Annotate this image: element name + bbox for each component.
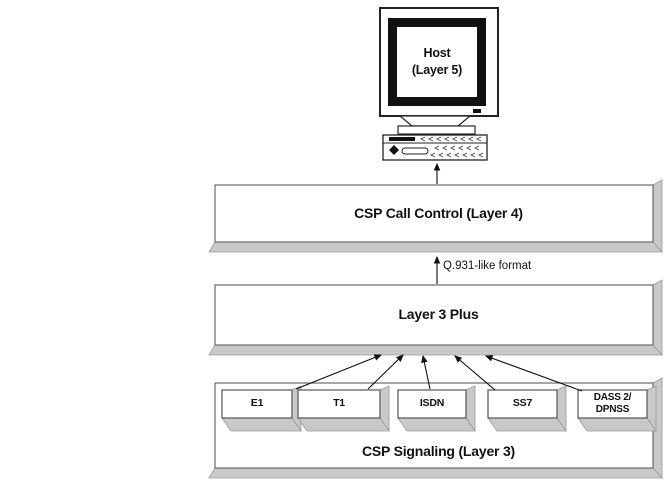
monitor-neck xyxy=(398,115,472,127)
protocol-box-ss7 xyxy=(487,385,567,433)
layer4-label: CSP Call Control (Layer 4) xyxy=(354,204,523,221)
protocol-box-isdn xyxy=(397,385,476,433)
layer4-box xyxy=(208,179,663,254)
protocol-box-t1 xyxy=(297,385,390,433)
layer3plus-label: Layer 3 Plus xyxy=(398,306,479,323)
protocol-box-e1 xyxy=(221,385,302,433)
arrows-protocols-to-layer3plus xyxy=(295,354,583,392)
layer3-label: CSP Signaling (Layer 3) xyxy=(361,443,516,460)
drive-bay-bar xyxy=(389,137,415,141)
protocol-label-e1: E1 xyxy=(250,397,264,410)
protocol-box-dass xyxy=(577,385,657,433)
q931-format-note: Q.931-like format xyxy=(443,259,532,272)
power-led xyxy=(473,109,481,113)
vent-ticks xyxy=(419,136,484,158)
host-system-unit-icon xyxy=(382,134,488,161)
diamond-logo-icon xyxy=(389,145,399,155)
monitor-base xyxy=(397,125,476,135)
host-label: Host (Layer 5) xyxy=(411,45,463,78)
layer3plus-box xyxy=(208,279,663,357)
disk-slot xyxy=(401,147,429,155)
protocol-label-t1: T1 xyxy=(333,397,345,410)
protocol-label-dass: DASS 2/ DPNSS xyxy=(593,392,632,415)
protocol-label-isdn: ISDN xyxy=(419,397,445,410)
protocol-label-ss7: SS7 xyxy=(512,397,533,410)
host-monitor-icon xyxy=(379,7,499,135)
